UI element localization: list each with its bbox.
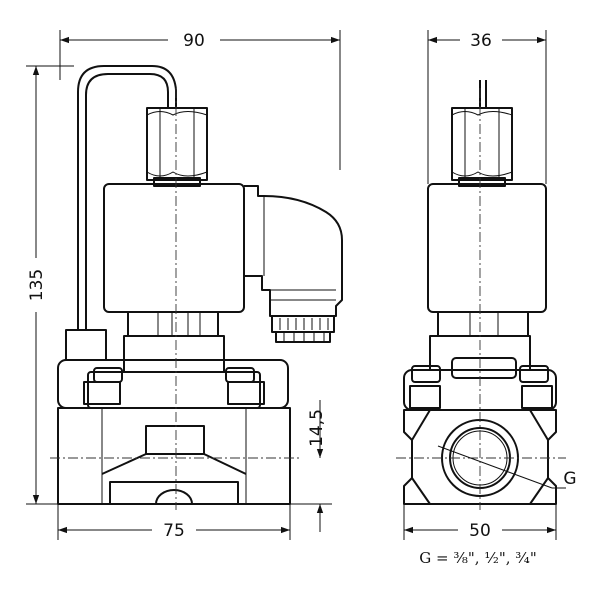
dim-label-75: 75 bbox=[163, 521, 185, 541]
dim-width-75: 75 bbox=[57, 504, 291, 541]
cable-inner bbox=[85, 73, 169, 330]
side-view bbox=[396, 80, 566, 510]
dim-width-36: 36 bbox=[427, 30, 547, 184]
dim-label-36: 36 bbox=[470, 31, 492, 51]
armature-collar-front bbox=[65, 311, 225, 373]
thread-size-note: G = ³⁄₈", ¹⁄₂", ³⁄₄" bbox=[419, 549, 536, 567]
thread-label: G bbox=[563, 469, 576, 489]
coil-front bbox=[103, 183, 245, 313]
thread-callout: G bbox=[437, 445, 577, 489]
dim-label-135: 135 bbox=[27, 269, 47, 301]
dim-width-90: 90 bbox=[59, 30, 341, 170]
valve-body-front bbox=[57, 407, 291, 505]
front-view bbox=[50, 65, 343, 510]
coil-side bbox=[427, 183, 547, 313]
bonnet-front bbox=[57, 359, 289, 409]
cable-outer bbox=[77, 65, 177, 330]
hex-nut-side bbox=[451, 107, 513, 187]
dim-label-50: 50 bbox=[469, 521, 491, 541]
dim-width-50: 50 bbox=[403, 504, 557, 541]
dim-height-14-5: 14,5 bbox=[290, 400, 332, 532]
dim-label-90: 90 bbox=[183, 31, 205, 51]
dim-height-135: 135 bbox=[26, 65, 74, 505]
dim-label-14-5: 14,5 bbox=[307, 409, 327, 447]
hex-nut-front bbox=[146, 107, 208, 187]
connector-plug bbox=[244, 185, 343, 343]
